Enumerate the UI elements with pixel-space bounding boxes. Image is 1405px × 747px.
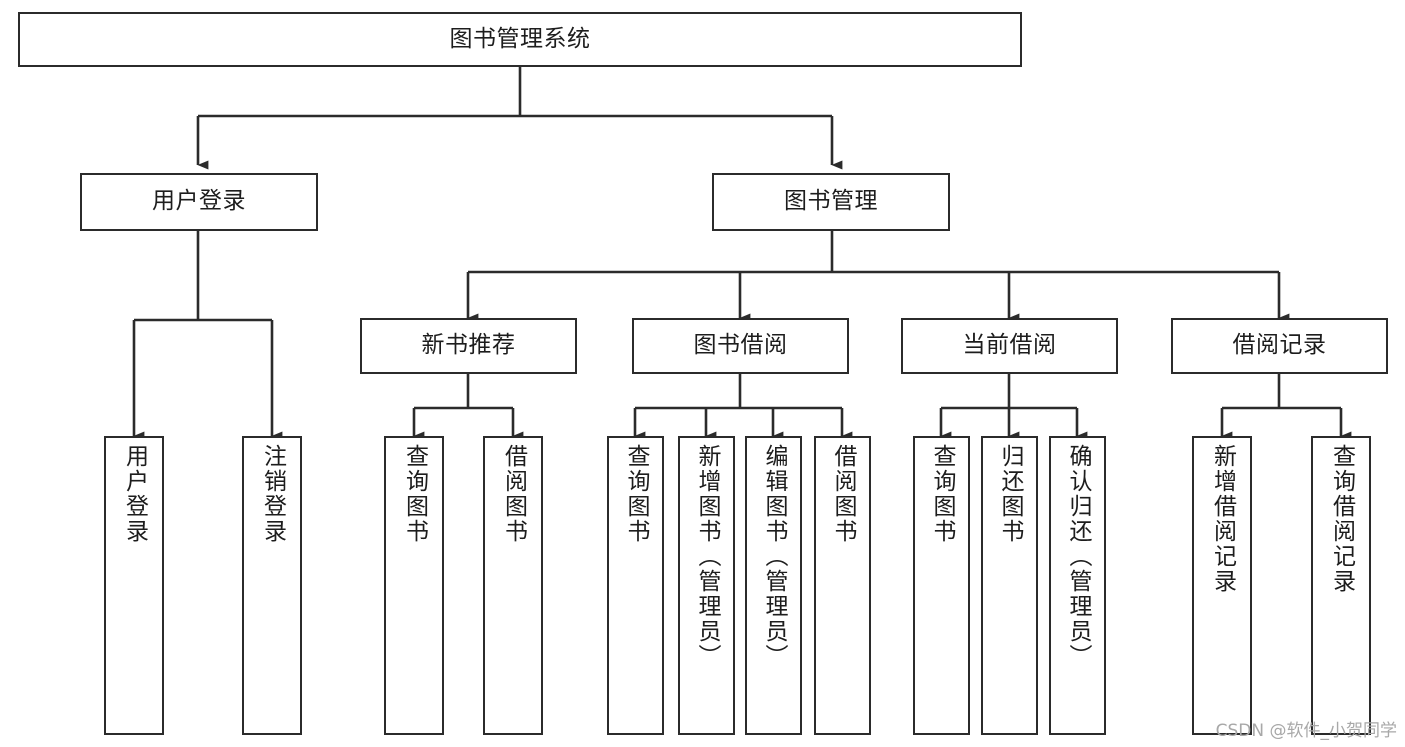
leaf-logout-login-label: 注销登录 bbox=[259, 444, 286, 544]
leaf-edit-book[interactable]: 编辑图书（管理员） bbox=[745, 436, 802, 735]
leaf-add-book[interactable]: 新增图书（管理员） bbox=[678, 436, 735, 735]
node-new-book-recommend[interactable]: 新书推荐 bbox=[360, 318, 577, 374]
leaf-confirm-return-label: 确认归还（管理员） bbox=[1065, 444, 1091, 669]
leaf-add-record-label: 新增借阅记录 bbox=[1209, 444, 1236, 594]
node-new-book-recommend-label: 新书推荐 bbox=[421, 332, 516, 359]
leaf-borrow-book-2-label: 借阅图书 bbox=[830, 444, 856, 544]
node-current-borrow[interactable]: 当前借阅 bbox=[901, 318, 1118, 374]
leaf-query-book-2-label: 查询图书 bbox=[623, 444, 649, 544]
leaf-query-book-3-label: 查询图书 bbox=[929, 444, 955, 544]
leaf-query-book-2[interactable]: 查询图书 bbox=[607, 436, 664, 735]
leaf-confirm-return[interactable]: 确认归还（管理员） bbox=[1049, 436, 1106, 735]
node-borrow-record[interactable]: 借阅记录 bbox=[1171, 318, 1388, 374]
leaf-borrow-book-1[interactable]: 借阅图书 bbox=[483, 436, 543, 735]
leaf-add-book-label: 新增图书（管理员） bbox=[694, 444, 720, 669]
node-user-login[interactable]: 用户登录 bbox=[80, 173, 318, 231]
leaf-add-record[interactable]: 新增借阅记录 bbox=[1192, 436, 1252, 735]
leaf-edit-book-label: 编辑图书（管理员） bbox=[761, 444, 787, 669]
node-book-borrow[interactable]: 图书借阅 bbox=[632, 318, 849, 374]
leaf-query-record[interactable]: 查询借阅记录 bbox=[1311, 436, 1371, 735]
node-user-login-label: 用户登录 bbox=[152, 188, 246, 215]
leaf-user-login[interactable]: 用户登录 bbox=[104, 436, 164, 735]
leaf-query-book-3[interactable]: 查询图书 bbox=[913, 436, 970, 735]
leaf-query-record-label: 查询借阅记录 bbox=[1328, 444, 1355, 594]
node-book-borrow-label: 图书借阅 bbox=[693, 332, 788, 359]
leaf-user-login-label: 用户登录 bbox=[121, 444, 148, 544]
leaf-query-book-1-label: 查询图书 bbox=[401, 444, 428, 544]
node-root[interactable]: 图书管理系统 bbox=[18, 12, 1022, 67]
leaf-return-book[interactable]: 归还图书 bbox=[981, 436, 1038, 735]
node-current-borrow-label: 当前借阅 bbox=[962, 332, 1057, 359]
leaf-logout-login[interactable]: 注销登录 bbox=[242, 436, 302, 735]
node-book-management[interactable]: 图书管理 bbox=[712, 173, 950, 231]
leaf-borrow-book-2[interactable]: 借阅图书 bbox=[814, 436, 871, 735]
leaf-borrow-book-1-label: 借阅图书 bbox=[500, 444, 527, 544]
node-root-label: 图书管理系统 bbox=[449, 25, 591, 52]
node-book-management-label: 图书管理 bbox=[784, 188, 878, 215]
leaf-query-book-1[interactable]: 查询图书 bbox=[384, 436, 444, 735]
node-borrow-record-label: 借阅记录 bbox=[1232, 332, 1327, 359]
leaf-return-book-label: 归还图书 bbox=[997, 444, 1023, 544]
